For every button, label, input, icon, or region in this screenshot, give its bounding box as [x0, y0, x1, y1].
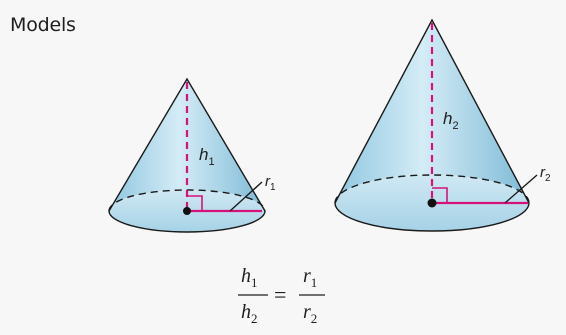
large-cone-base-front-edge [334, 202, 530, 232]
large-cone-radius-leader [504, 174, 538, 204]
large-cone-height-label: h2 [443, 109, 459, 132]
large-cone-right-angle-mark [432, 187, 448, 203]
large-cone-outline [334, 18, 530, 204]
small-cone-outline [108, 77, 266, 212]
large-cone-center-dot [427, 198, 437, 208]
equation-equals: = [274, 282, 286, 307]
page-title: Models [10, 14, 76, 36]
equation-right-denominator: r2 [303, 301, 317, 326]
large-cone: h2 r2 [334, 18, 551, 232]
small-cone-radius-leader [229, 181, 263, 212]
equation-right-numerator: r1 [303, 265, 317, 290]
ratio-equation: h1 h2 = r1 r2 [238, 265, 325, 326]
small-cone-right-angle-mark [187, 195, 203, 211]
large-cone-radius-label: r2 [540, 164, 551, 184]
small-cone-center-dot [183, 207, 191, 215]
equation-left-denominator: h2 [241, 301, 258, 326]
small-cone-radius-label: r1 [265, 173, 276, 193]
small-cone-height-label: h1 [199, 145, 215, 168]
equation-left-numerator: h1 [241, 265, 258, 290]
small-cone: h1 r1 [108, 77, 276, 233]
small-cone-base-front-edge [108, 210, 266, 233]
